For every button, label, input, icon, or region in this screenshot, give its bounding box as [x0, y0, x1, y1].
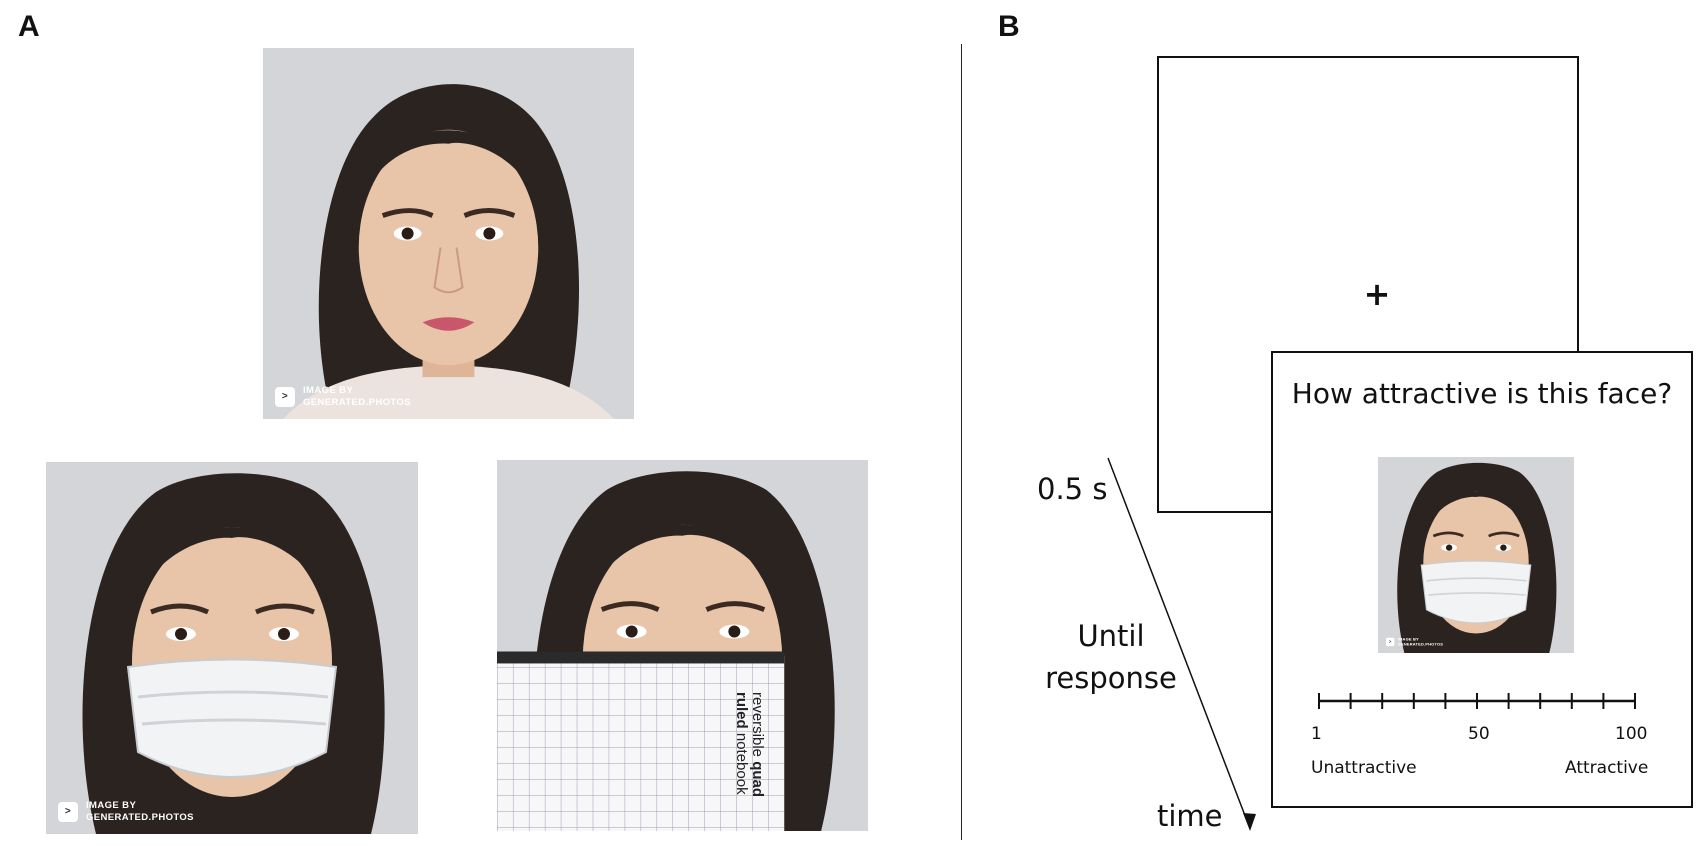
- scale-min-label: 1: [1311, 724, 1322, 744]
- credit-line-2: GENERATED.PHOTOS: [303, 397, 411, 408]
- scale-low-anchor: Unattractive: [1311, 758, 1417, 778]
- rating-question: How attractive is this face?: [1291, 377, 1673, 410]
- panel-divider: [961, 44, 962, 840]
- photo-credit: > IMAGE BY GENERATED.PHOTOS: [1386, 637, 1443, 647]
- fixation-cross: +: [1363, 275, 1391, 313]
- time-arrow-head: [1243, 813, 1256, 831]
- face-illustration: [263, 48, 634, 419]
- photo-credit: > IMAGE BY GENERATED.PHOTOS: [275, 385, 411, 409]
- trial-face-photo-masked: > IMAGE BY GENERATED.PHOTOS: [1378, 457, 1574, 653]
- trial-masked-face-illustration: [1378, 457, 1574, 653]
- generated-photos-logo-icon: >: [1386, 637, 1395, 647]
- credit-line-2: GENERATED.PHOTOS: [1397, 641, 1444, 647]
- credit-line-1: IMAGE BY: [303, 385, 354, 396]
- notebook-line-1: reversible: [749, 692, 766, 758]
- generated-photos-logo-icon: >: [275, 387, 295, 407]
- notebook-line-2: quad ruled: [733, 692, 766, 798]
- notebook-line-3: notebook: [733, 732, 750, 795]
- scale-max-label: 100: [1615, 724, 1648, 744]
- time-axis-label: time: [1157, 799, 1223, 833]
- scale-high-anchor: Attractive: [1565, 758, 1649, 778]
- credit-line-1: IMAGE BY: [86, 800, 137, 811]
- fixation-duration-label: 0.5 s: [1037, 472, 1108, 506]
- panel-a-label: A: [18, 10, 40, 43]
- credit-line-2: GENERATED.PHOTOS: [86, 812, 194, 823]
- panel-b-label: B: [998, 10, 1020, 43]
- credit-line-1: IMAGE BY: [1397, 636, 1419, 642]
- notebook-occluded-face-illustration: [497, 460, 868, 831]
- scale-mid-label: 50: [1468, 724, 1490, 744]
- rating-duration-label-line-1: Until: [1077, 619, 1145, 653]
- rating-duration-label-line-2: response: [1045, 661, 1177, 695]
- photo-credit: > IMAGE BY GENERATED.PHOTOS: [58, 800, 194, 824]
- masked-face-illustration: [46, 462, 418, 834]
- face-photo-notebook-occluded: reversible quad ruled notebook: [497, 460, 868, 831]
- generated-photos-logo-icon: >: [58, 802, 78, 822]
- notebook-label: reversible quad ruled notebook: [733, 692, 766, 831]
- face-photo-unmasked: > IMAGE BY GENERATED.PHOTOS: [263, 48, 634, 419]
- face-photo-masked: > IMAGE BY GENERATED.PHOTOS: [46, 462, 418, 834]
